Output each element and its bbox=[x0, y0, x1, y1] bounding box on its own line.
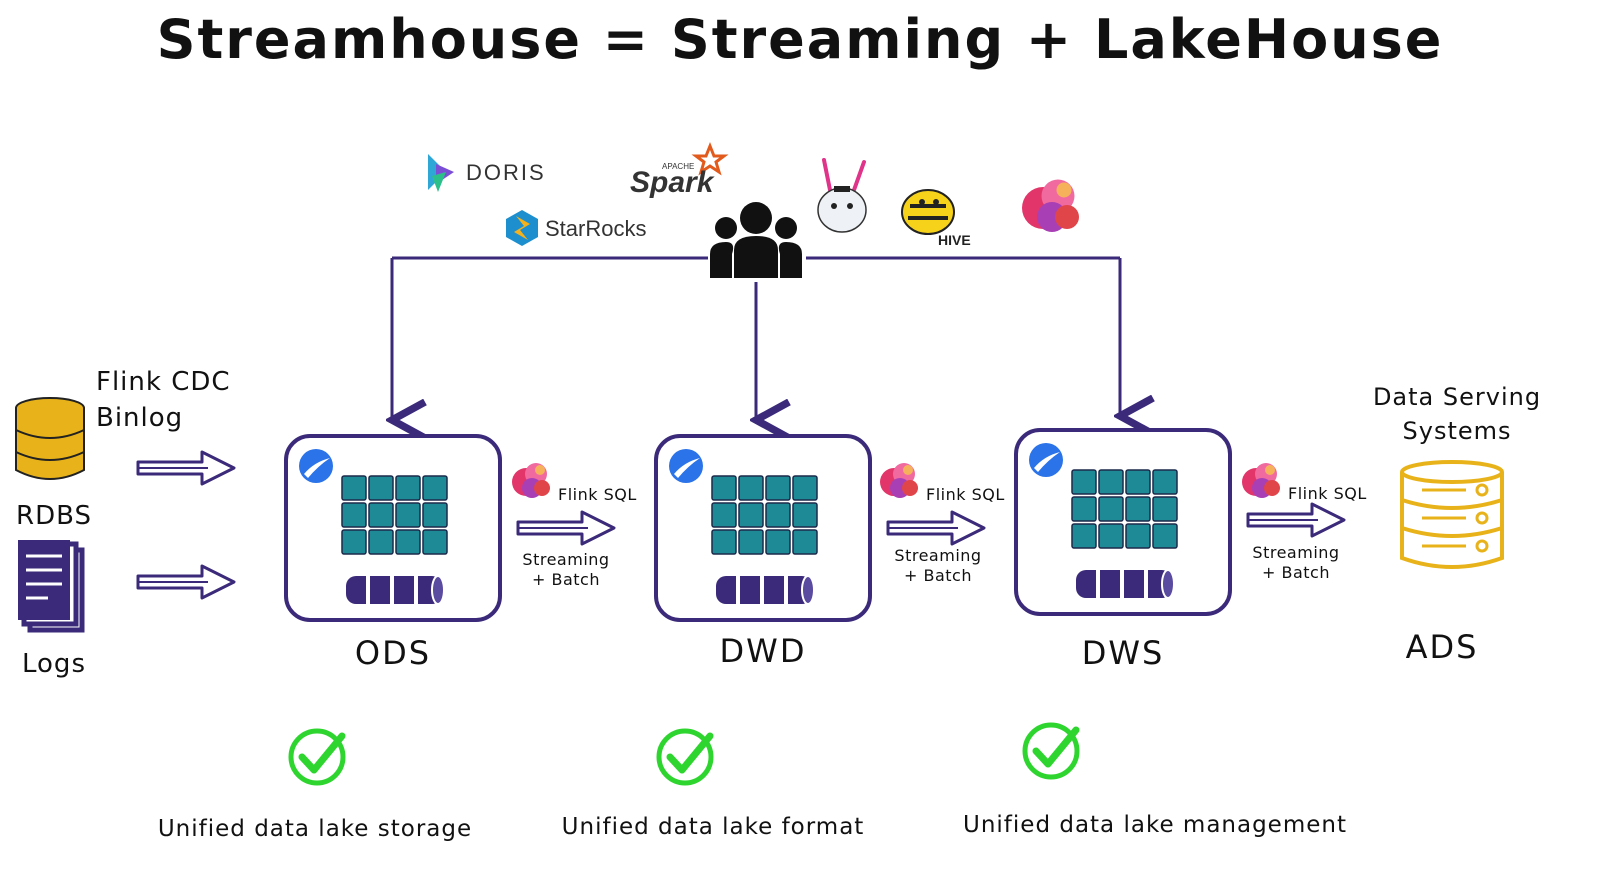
query-connectors bbox=[392, 256, 1120, 420]
flink-cdc-label: Flink CDC Binlog bbox=[96, 364, 231, 436]
kyuubi-rabbit-icon bbox=[817, 158, 867, 233]
spark-logo-icon bbox=[691, 141, 729, 176]
flink-cdc-line: Flink CDC bbox=[96, 367, 231, 397]
batch-text: + Batch bbox=[904, 566, 972, 585]
data-serving-line: Data Serving bbox=[1372, 383, 1542, 411]
rdbs-ingest-arrow bbox=[136, 450, 236, 486]
ads-label: ADS bbox=[1405, 628, 1479, 666]
rdbs-label: RDBS bbox=[16, 501, 92, 531]
diagram-title: Streamhouse = Streaming + LakeHouse bbox=[156, 8, 1444, 71]
logs-document-icon bbox=[18, 540, 85, 633]
streaming-batch-label: Streaming + Batch bbox=[892, 546, 984, 586]
dwd-to-dws-arrow bbox=[886, 510, 986, 546]
flink-sql-icon bbox=[512, 463, 550, 498]
batch-text: + Batch bbox=[1262, 563, 1330, 582]
logs-label: Logs bbox=[22, 649, 86, 679]
benefit-storage-label: Unified data lake storage bbox=[157, 816, 473, 842]
dws-to-ads-arrow bbox=[1246, 502, 1346, 538]
benefit-management-label: Unified data lake management bbox=[963, 812, 1347, 838]
systems-line: Systems bbox=[1402, 417, 1512, 445]
flink-sql-icon bbox=[1242, 463, 1280, 498]
flink-sql-icon bbox=[880, 463, 918, 498]
data-serving-label: Data Serving Systems bbox=[1360, 380, 1554, 448]
flink-logo-icon bbox=[1022, 179, 1079, 232]
hive-logo-icon bbox=[901, 189, 955, 235]
users-icon bbox=[710, 202, 802, 278]
streaming-text: Streaming bbox=[522, 550, 610, 569]
starrocks-logo-icon bbox=[506, 210, 538, 246]
streaming-batch-label: Streaming + Batch bbox=[1250, 543, 1342, 583]
management-check-icon bbox=[1025, 725, 1077, 777]
streaming-text: Streaming bbox=[1252, 543, 1340, 562]
batch-text: + Batch bbox=[532, 570, 600, 589]
dwd-layer-box bbox=[654, 434, 872, 622]
spark-logo-text: Spark bbox=[630, 166, 714, 199]
storage-check-icon bbox=[291, 731, 343, 783]
dws-layer-box bbox=[1014, 428, 1232, 616]
ads-serving-database-icon bbox=[1400, 460, 1504, 569]
benefit-format-label: Unified data lake format bbox=[561, 814, 865, 840]
hive-logo-text: HIVE bbox=[938, 232, 971, 248]
doris-logo-icon bbox=[428, 154, 454, 192]
starrocks-logo-text: StarRocks bbox=[545, 216, 647, 241]
format-check-icon bbox=[659, 731, 711, 783]
doris-logo-text: DORIS bbox=[466, 160, 546, 185]
ods-label: ODS bbox=[354, 634, 432, 672]
streaming-batch-label: Streaming + Batch bbox=[520, 550, 612, 590]
flink-sql-label: Flink SQL bbox=[558, 485, 637, 504]
ods-layer-box bbox=[284, 434, 502, 622]
logs-ingest-arrow bbox=[136, 564, 236, 600]
rdbs-database-icon bbox=[15, 397, 85, 480]
binlog-line: Binlog bbox=[96, 403, 184, 433]
flink-sql-label: Flink SQL bbox=[926, 485, 1005, 504]
ods-to-dwd-arrow bbox=[516, 510, 616, 546]
spark-apache-text: APACHE bbox=[662, 162, 695, 171]
dws-label: DWS bbox=[1081, 634, 1165, 672]
dwd-label: DWD bbox=[719, 632, 807, 670]
streaming-text: Streaming bbox=[894, 546, 982, 565]
flink-sql-label: Flink SQL bbox=[1288, 484, 1367, 503]
